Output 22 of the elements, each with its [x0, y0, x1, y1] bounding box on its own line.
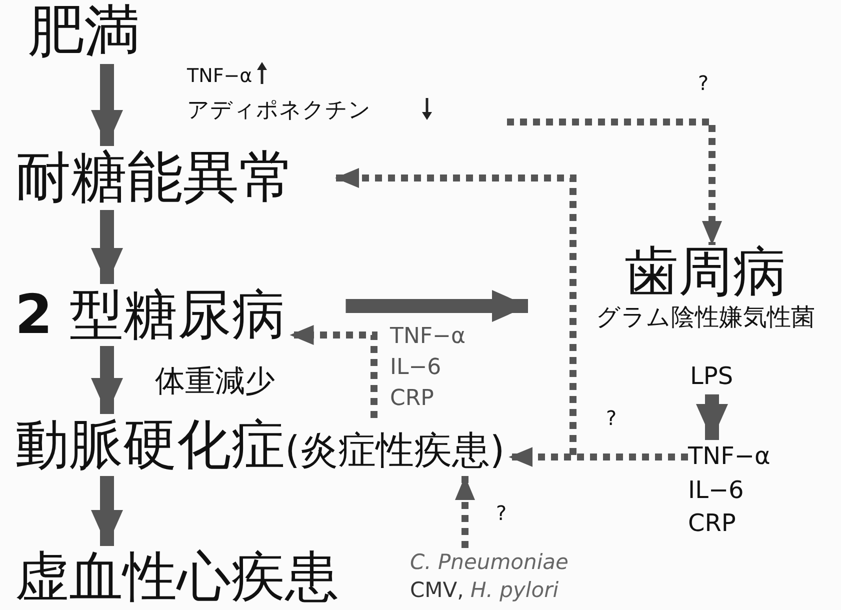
heading-text: 動脈硬化症: [15, 418, 285, 472]
heading-text: 肥満: [28, 4, 140, 60]
arrow: [91, 346, 123, 414]
arrow: [696, 394, 728, 440]
heading-text: 歯周病: [624, 245, 788, 299]
arrow: [91, 476, 123, 546]
dashed-arrow: [455, 476, 475, 548]
arrow: [346, 290, 528, 322]
heading-text: 虚血性心疾患: [15, 550, 339, 604]
label-text: TNF−α: [187, 66, 252, 88]
list-text: TNF−α IL−6 CRP: [688, 441, 770, 540]
note-text: C. Pneumoniae CMV, H. pylori: [410, 549, 570, 604]
label-text: LPS: [690, 361, 734, 392]
arrow: [91, 64, 123, 146]
dashed-arrow: [507, 118, 722, 245]
subheading-text: グラム陰性嫌気性菌: [595, 305, 816, 329]
dashed-arrow: [290, 325, 378, 418]
heading-text: 耐糖能異常: [15, 150, 295, 206]
label-text: アディポネクチン: [187, 98, 371, 124]
heading-text: 2 型糖尿病: [15, 288, 286, 342]
arrow: [91, 210, 123, 284]
subheading-text: (炎症性疾患): [285, 431, 505, 469]
